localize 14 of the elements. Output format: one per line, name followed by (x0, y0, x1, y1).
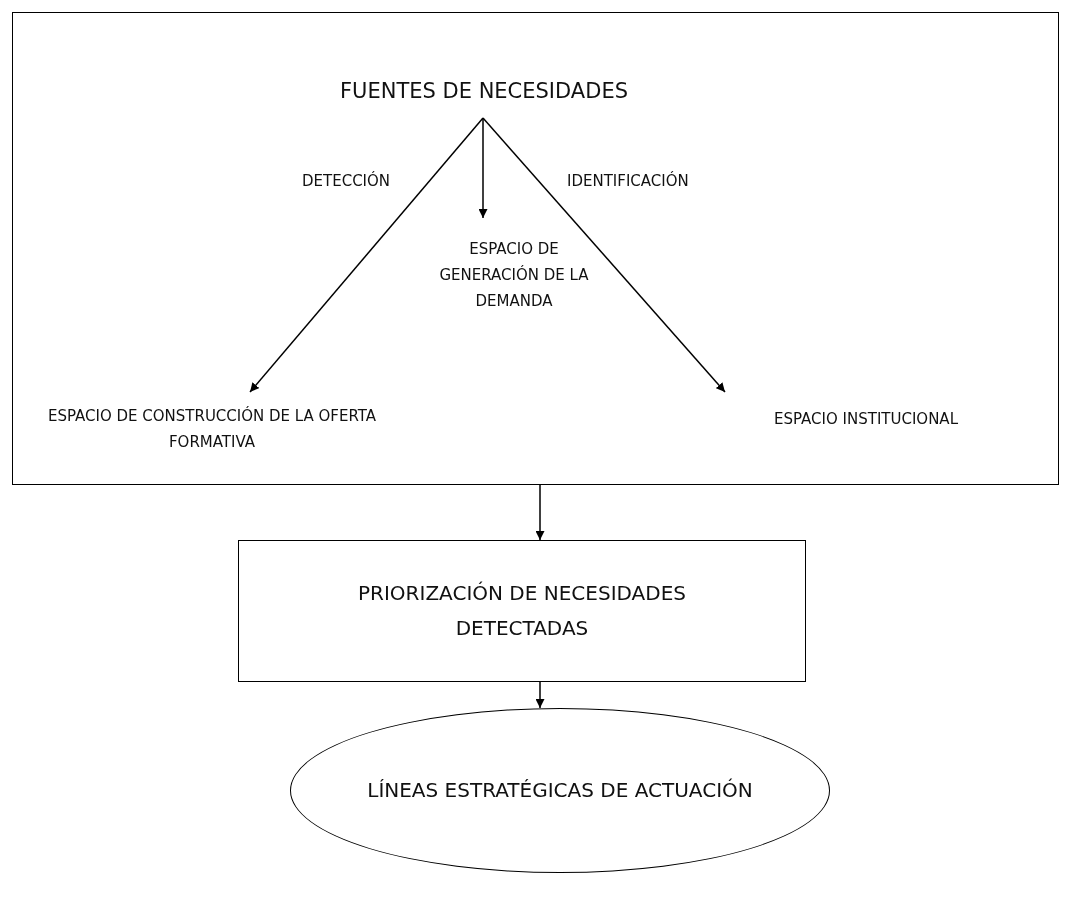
node-text: ESPACIO DE CONSTRUCCIÓN DE LA OFERTA FORMATIVA (37, 393, 387, 465)
outer-frame (12, 12, 1059, 485)
arrow (535, 484, 545, 541)
heading-text: FUENTES DE NECESIDADES (304, 63, 664, 119)
arrow (249, 117, 484, 393)
ellipse-node (290, 708, 830, 873)
process-box (238, 540, 806, 682)
arrow (482, 117, 726, 393)
node-text: ESPACIO DE GENERACIÓN DE LA DEMANDA (419, 219, 609, 331)
node-label: LÍNEAS ESTRATÉGICAS DE ACTUACIÓN (367, 777, 753, 804)
node-label: PRIORIZACIÓN DE NECESIDADES DETECTADAS (357, 580, 687, 642)
arrow (478, 117, 488, 219)
arrow (535, 681, 545, 709)
node-text: ESPACIO INSTITUCIONAL (731, 393, 1001, 445)
